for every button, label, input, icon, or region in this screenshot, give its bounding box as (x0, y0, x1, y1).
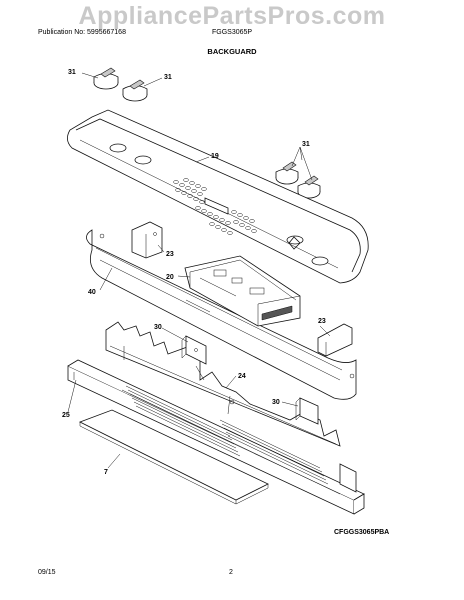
control-board[interactable] (184, 255, 301, 327)
watermark: AppliancePartsPros.com (78, 2, 386, 30)
publication-number: Publication No: 5995667168 (38, 29, 126, 36)
section-title: BACKGUARD (207, 47, 257, 56)
footer-date: 09/15 (38, 569, 56, 576)
label-bracket-lower: 23 (318, 318, 326, 325)
knob-right-upper[interactable] (275, 161, 299, 185)
knob-right-lower[interactable] (297, 175, 321, 199)
label-knob-b: 31 (164, 74, 172, 81)
panel-24[interactable] (105, 321, 341, 447)
bracket-upper[interactable] (131, 221, 163, 259)
footer-page-number: 2 (229, 569, 233, 576)
heat-shield-7[interactable] (79, 409, 269, 505)
knob-top-center[interactable] (122, 79, 148, 102)
bracket-lower[interactable] (317, 323, 353, 357)
bracket-30-right[interactable] (295, 397, 319, 425)
label-trim: 40 (88, 289, 96, 296)
label-bracket-30b: 30 (272, 399, 280, 406)
label-bracket-upper: 23 (166, 251, 174, 258)
trim-40[interactable] (86, 229, 357, 400)
label-panel-24: 24 (238, 373, 246, 380)
label-bracket-30a: 30 (154, 324, 162, 331)
panel-25[interactable] (67, 359, 365, 515)
diagram-code: CFGGS3065PBA (334, 529, 389, 536)
bracket-30-left[interactable] (181, 335, 207, 365)
label-control-board: 20 (166, 274, 174, 281)
label-shield-7: 7 (104, 469, 108, 476)
label-knob-c: 31 (302, 141, 310, 148)
leader-lines (67, 72, 331, 469)
keypad (173, 178, 257, 235)
label-knob-a: 31 (68, 69, 76, 76)
knob-top-left[interactable] (93, 67, 119, 90)
label-panel: 19 (211, 153, 219, 160)
model-number: FGGS3065P (212, 29, 253, 36)
label-panel-25: 25 (62, 412, 70, 419)
control-panel[interactable] (67, 109, 369, 284)
